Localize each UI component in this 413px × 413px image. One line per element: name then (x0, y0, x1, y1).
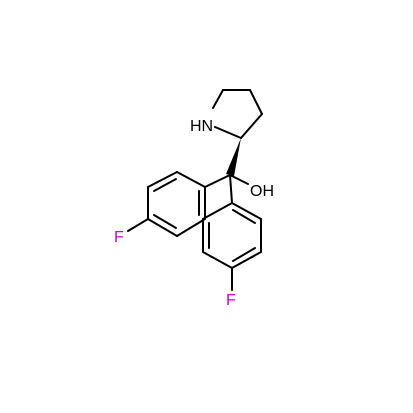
bond-c-oh (229, 174, 249, 185)
bond-c3-c2 (240, 113, 263, 139)
fluorine-atom-label-left: F (114, 229, 124, 246)
bond-c-f-left (127, 218, 149, 232)
oh-atom-label: OH (250, 183, 274, 200)
bond-c-aryl1 (204, 174, 231, 188)
bond-c4-c3 (249, 89, 263, 115)
pyrrolidine-ring (212, 89, 263, 139)
central-carbon-bonds (204, 174, 249, 204)
fluorophenyl-ring-right (202, 202, 262, 291)
nh-atom-label: HN (190, 118, 213, 135)
fluorine-atom-label-right: F (226, 292, 236, 309)
stereo-wedge-bond (226, 138, 241, 176)
fluorophenyl-ring-left (127, 171, 206, 237)
bond-c-aryl2 (229, 174, 233, 204)
bond-n-c5 (212, 89, 224, 109)
bond-c2-n (214, 126, 242, 139)
